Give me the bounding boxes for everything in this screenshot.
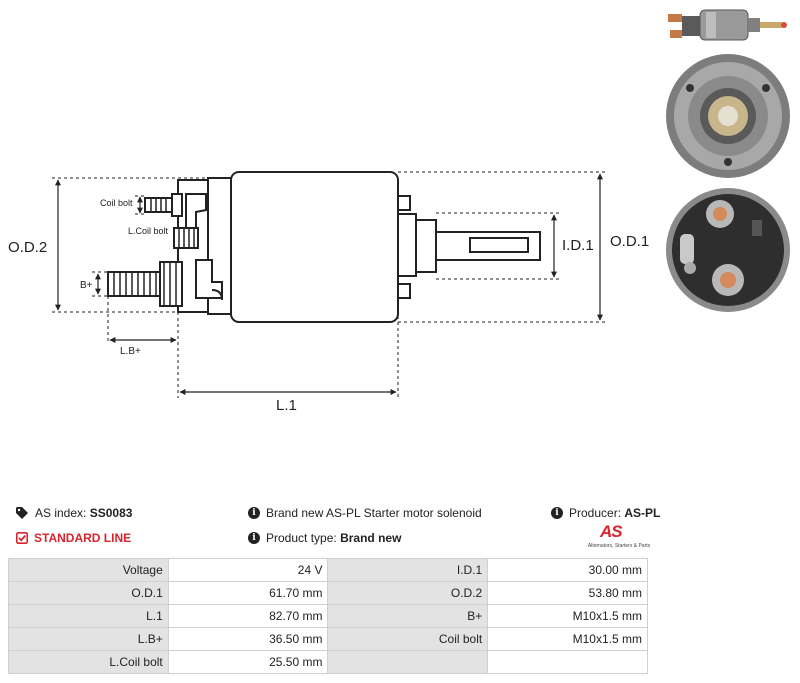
- od2-label: O.D.2: [8, 239, 47, 256]
- product-type-label: Product type:: [266, 531, 337, 545]
- info-circle-icon: i: [248, 507, 260, 519]
- product-photo-rear: [662, 184, 796, 314]
- logo-mark: AS: [600, 522, 623, 541]
- spec-table: Voltage 24 V I.D.1 30.00 mm O.D.1 61.70 …: [8, 558, 648, 674]
- spec-label: Voltage: [8, 558, 169, 582]
- id1-label: I.D.1: [562, 237, 594, 254]
- product-description: i Brand new AS-PL Starter motor solenoid: [248, 506, 482, 520]
- spec-value: M10x1.5 mm: [487, 627, 648, 651]
- producer-value: AS-PL: [624, 506, 661, 520]
- product-line-label: STANDARD LINE: [34, 531, 132, 545]
- spec-value: M10x1.5 mm: [487, 604, 648, 628]
- product-info: AS index: SS0083 STANDARD LINE i Brand n…: [0, 500, 800, 560]
- spec-value: 30.00 mm: [487, 558, 648, 582]
- spec-label: Coil bolt: [327, 627, 489, 651]
- product-photo-front: [662, 50, 796, 180]
- spec-value: 24 V: [167, 558, 329, 582]
- product-line: STANDARD LINE: [16, 531, 131, 545]
- tag-icon: [16, 507, 29, 519]
- product-photo-side: [660, 2, 794, 48]
- lbplus-label: L.B+: [120, 346, 141, 357]
- solenoid-outline: [107, 171, 541, 323]
- bplus-label: B+: [80, 280, 93, 291]
- info-circle-icon: i: [551, 507, 563, 519]
- as-pl-logo: AS Alternators, Starters & Parts: [584, 522, 654, 554]
- od1-label: O.D.1: [610, 233, 649, 250]
- table-row: L.Coil bolt 25.50 mm: [8, 650, 648, 674]
- spec-label: L.Coil bolt: [8, 650, 169, 674]
- spec-value: [487, 650, 648, 674]
- description-text: Brand new AS-PL Starter motor solenoid: [266, 506, 482, 520]
- l-coil-bolt-label: L.Coil bolt: [128, 226, 169, 236]
- check-square-icon: [16, 532, 28, 544]
- l1-label: L.1: [276, 397, 297, 414]
- product-type: i Product type: Brand new: [248, 531, 401, 545]
- spec-value: 36.50 mm: [167, 627, 329, 651]
- spec-value: 25.50 mm: [167, 650, 329, 674]
- table-row: L.1 82.70 mm B+ M10x1.5 mm: [8, 604, 648, 628]
- technical-drawing: O.D.2 O.D.1 I.D.1 L.1 L.B+ B+ Coil bolt …: [8, 171, 649, 414]
- spec-value: 82.70 mm: [167, 604, 329, 628]
- spec-value: 61.70 mm: [167, 581, 329, 605]
- info-circle-icon: i: [248, 532, 260, 544]
- dimension-lines: [55, 173, 603, 395]
- extension-lines: [52, 171, 606, 398]
- producer-label: Producer:: [569, 506, 622, 520]
- as-index: AS index: SS0083: [16, 506, 132, 520]
- spec-label: L.B+: [8, 627, 169, 651]
- spec-label: I.D.1: [327, 558, 489, 582]
- producer: i Producer: AS-PL: [551, 506, 660, 520]
- table-row: Voltage 24 V I.D.1 30.00 mm: [8, 558, 648, 582]
- logo-tagline: Alternators, Starters & Parts: [587, 543, 651, 549]
- as-index-value: SS0083: [89, 506, 133, 520]
- coil-bolt-label: Coil bolt: [100, 198, 133, 208]
- spec-label: [327, 650, 489, 674]
- spec-label: B+: [327, 604, 489, 628]
- spec-value: 53.80 mm: [487, 581, 648, 605]
- as-index-label: AS index:: [35, 506, 87, 520]
- product-type-value: Brand new: [340, 531, 402, 545]
- spec-label: L.1: [8, 604, 169, 628]
- table-row: O.D.1 61.70 mm O.D.2 53.80 mm: [8, 581, 648, 605]
- threads: [113, 198, 195, 306]
- table-row: L.B+ 36.50 mm Coil bolt M10x1.5 mm: [8, 627, 648, 651]
- spec-label: O.D.2: [327, 581, 489, 605]
- spec-label: O.D.1: [8, 581, 169, 605]
